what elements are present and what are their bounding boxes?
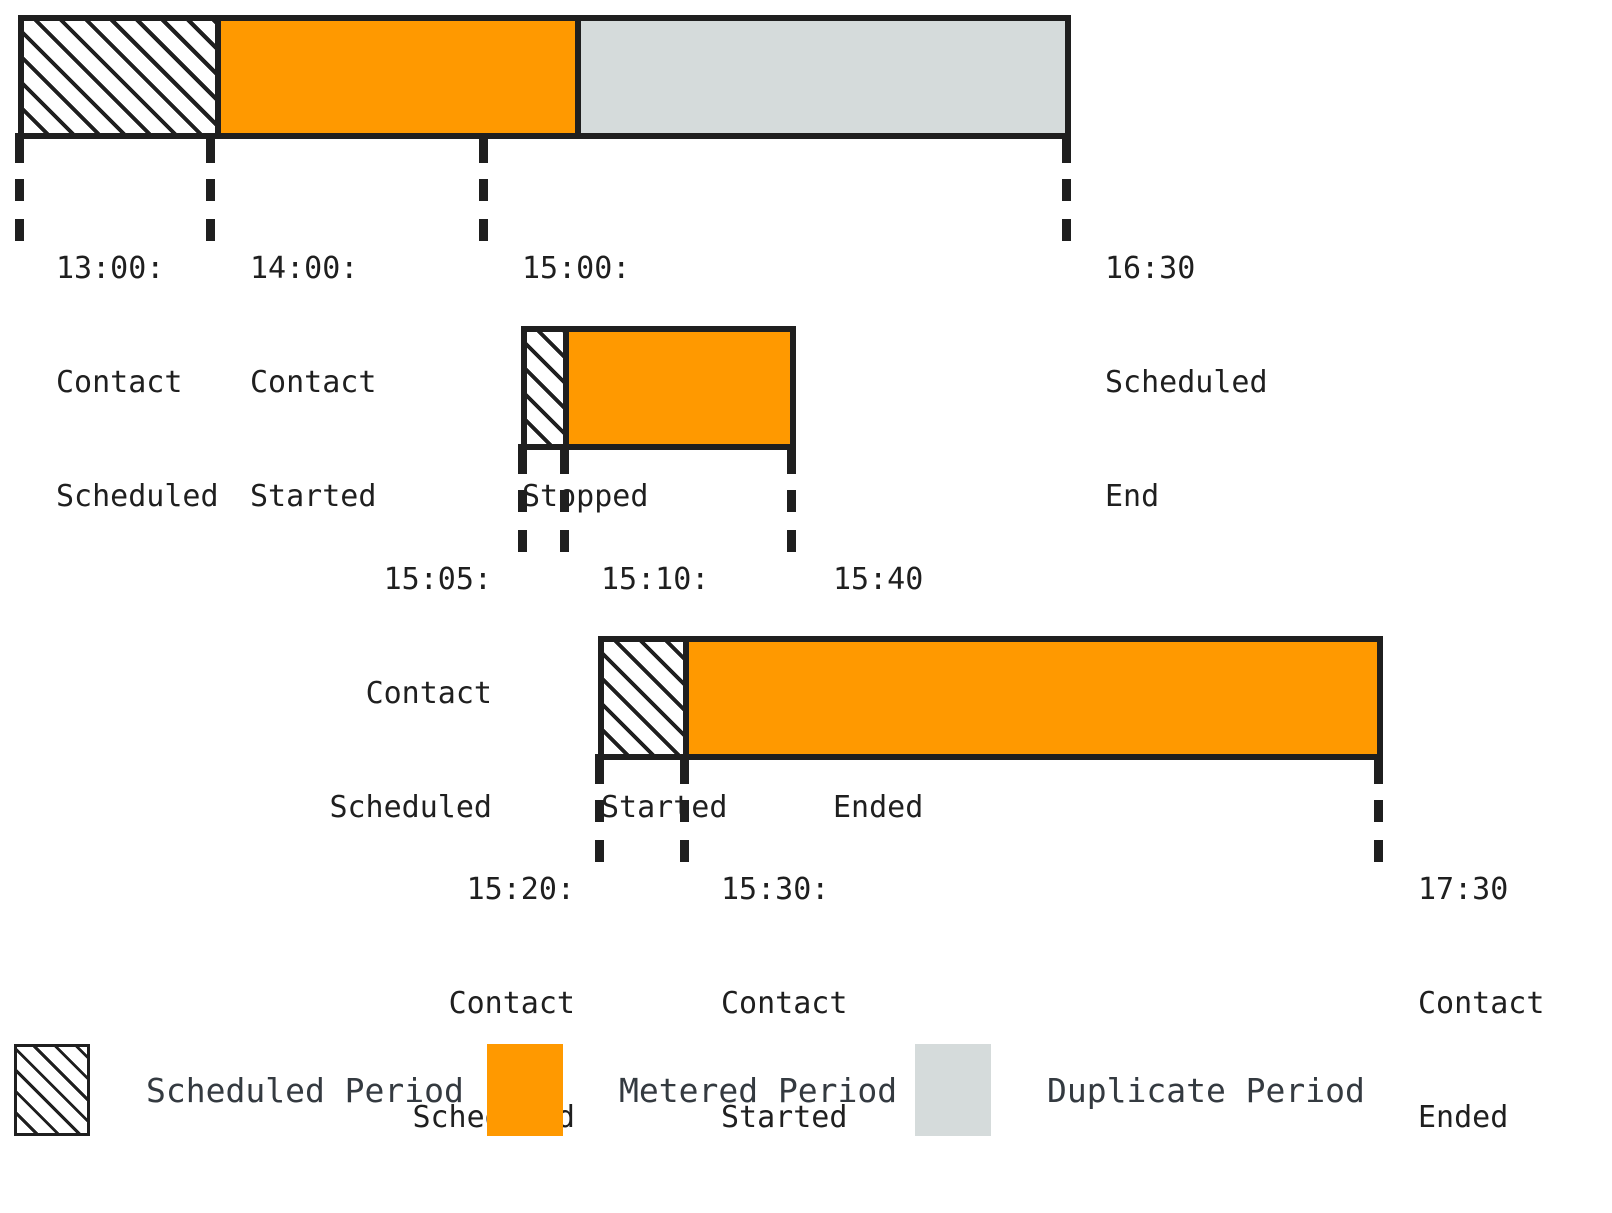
legend-item-metered: Metered Period bbox=[487, 1040, 897, 1140]
marker-line-2: Ended bbox=[833, 790, 924, 825]
segment-duplicate-row-1 bbox=[575, 21, 1065, 133]
marker-line-1: Contact bbox=[1418, 986, 1545, 1021]
marker-time: 14:00: bbox=[250, 251, 359, 286]
marker-label-row-3-15-30: 15:30: Contact Started bbox=[721, 795, 921, 1213]
marker-line-2: Scheduled bbox=[56, 479, 219, 514]
marker-label-row-2-15-05: 15:05: Contact Scheduled bbox=[260, 485, 492, 903]
marker-time: 15:30: bbox=[721, 872, 830, 907]
legend-label-metered: Metered Period bbox=[619, 1070, 898, 1110]
marker-time: 15:20: bbox=[466, 872, 575, 907]
marker-line-1: Contact bbox=[721, 986, 848, 1021]
timeline-bar-row-2 bbox=[521, 326, 796, 450]
segment-metered-row-3 bbox=[683, 642, 1377, 754]
tick-row-1-13-00 bbox=[15, 133, 24, 241]
legend-swatch-metered-icon bbox=[487, 1044, 563, 1136]
marker-line-2: Stopped bbox=[522, 479, 649, 514]
marker-line-2: Ended bbox=[1418, 1100, 1509, 1135]
marker-line-1: Contact bbox=[448, 986, 575, 1021]
tick-row-1-16-30 bbox=[1062, 133, 1071, 241]
marker-time: 15:05: bbox=[383, 562, 492, 597]
tick-row-2-15-10 bbox=[560, 444, 569, 552]
marker-line-2: Started bbox=[250, 479, 377, 514]
marker-label-row-3-17-30: 17:30 Contact Ended bbox=[1418, 795, 1612, 1213]
segment-scheduled-row-1 bbox=[24, 21, 215, 133]
legend-swatch-scheduled-icon bbox=[14, 1044, 90, 1136]
marker-line-2: End bbox=[1105, 479, 1160, 514]
marker-time: 15:10: bbox=[601, 562, 710, 597]
timeline-bar-row-1 bbox=[18, 15, 1071, 139]
marker-line-2: Scheduled bbox=[329, 790, 492, 825]
segment-scheduled-row-3 bbox=[604, 642, 683, 754]
marker-line-2: Started bbox=[601, 790, 728, 825]
marker-label-row-1-16-30: 16:30 Scheduled End bbox=[1105, 174, 1345, 592]
marker-line-1: Contact bbox=[250, 365, 377, 400]
marker-line-2: Started bbox=[721, 1100, 848, 1135]
segment-metered-row-1 bbox=[215, 21, 575, 133]
legend-label-duplicate: Duplicate Period bbox=[1047, 1070, 1365, 1110]
marker-label-row-1-13-00: 13:00: Contact Scheduled bbox=[56, 174, 256, 592]
tick-row-1-15-00 bbox=[479, 133, 488, 241]
marker-time: 15:40 bbox=[833, 562, 924, 597]
segment-metered-row-2 bbox=[563, 332, 790, 444]
segment-scheduled-row-2 bbox=[527, 332, 563, 444]
legend-label-scheduled: Scheduled Period bbox=[146, 1070, 464, 1110]
tick-row-3-15-30 bbox=[680, 754, 689, 862]
legend-item-duplicate: Duplicate Period bbox=[915, 1040, 1365, 1140]
marker-time: 16:30 bbox=[1105, 251, 1196, 286]
marker-time: 13:00: bbox=[56, 251, 165, 286]
legend: Scheduled Period Metered Period Duplicat… bbox=[0, 1040, 1612, 1160]
tick-row-2-15-05 bbox=[518, 444, 527, 552]
marker-time: 17:30 bbox=[1418, 872, 1509, 907]
tick-row-1-14-00 bbox=[206, 133, 215, 241]
marker-time: 15:00: bbox=[522, 251, 631, 286]
marker-line-1: Contact bbox=[56, 365, 183, 400]
legend-swatch-duplicate-icon bbox=[915, 1044, 991, 1136]
tick-row-2-15-40 bbox=[787, 444, 796, 552]
timeline-bar-row-3 bbox=[598, 636, 1383, 760]
marker-line-1: Scheduled bbox=[1105, 365, 1268, 400]
marker-label-row-1-14-00: 14:00: Contact Started bbox=[250, 174, 450, 592]
tick-row-3-17-30 bbox=[1374, 754, 1383, 862]
marker-line-1: Contact bbox=[365, 676, 492, 711]
legend-item-scheduled: Scheduled Period bbox=[14, 1040, 464, 1140]
tick-row-3-15-20 bbox=[595, 754, 604, 862]
